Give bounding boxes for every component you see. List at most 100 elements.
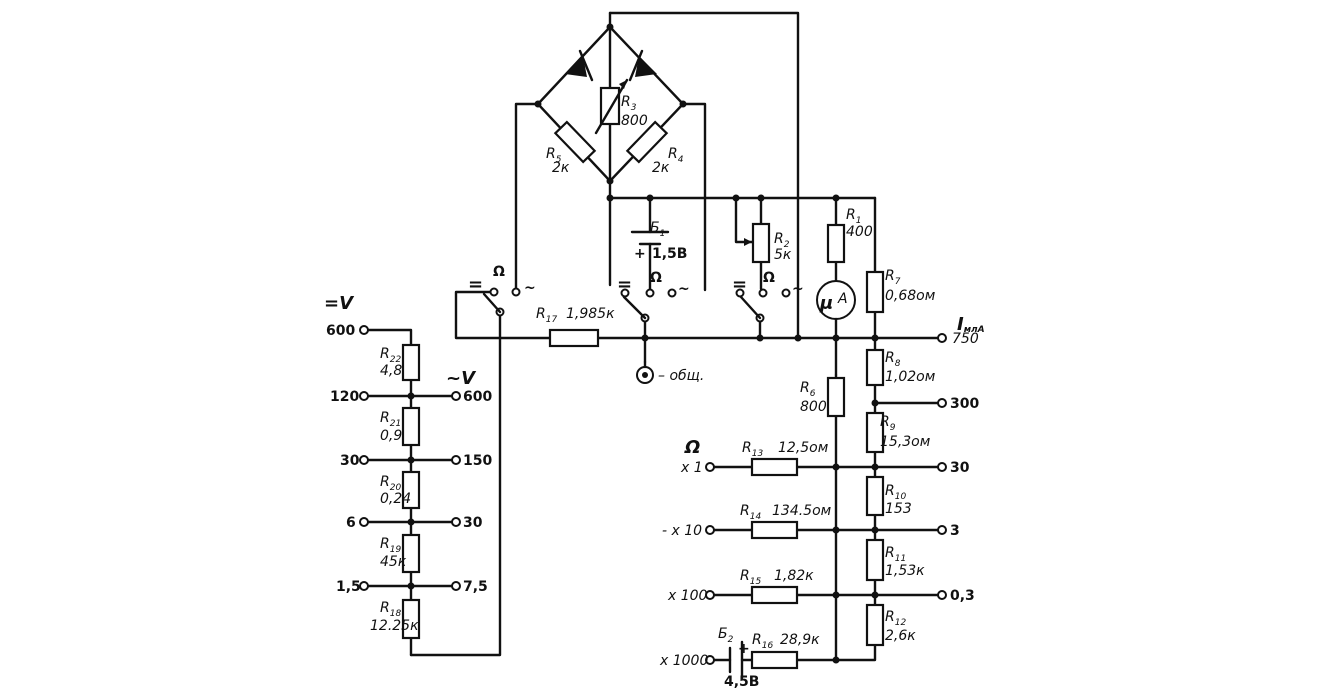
- b1-value: 1,5В: [652, 246, 687, 262]
- b1-label: Б: [650, 220, 660, 236]
- r12-label: R: [885, 609, 895, 625]
- resistor-r12: R12 2,6к: [865, 603, 916, 647]
- resistor-r15: R15 1,82к: [740, 568, 814, 605]
- ac-voltage-title: ~V: [446, 368, 477, 389]
- resistor-r20: R20 0,24: [380, 470, 421, 510]
- r16-label: R: [752, 632, 762, 648]
- ac-terminals: 600 150 30 7,5: [407, 389, 492, 595]
- resistor-r16: R16 28,9к: [750, 632, 820, 670]
- r1-value: 400: [846, 224, 873, 240]
- svg-text:R5: R5: [546, 146, 562, 165]
- ac-terminal-7-5: 7,5: [463, 579, 488, 595]
- switch2-ac: ~: [678, 281, 690, 297]
- r6-value: 800: [800, 399, 827, 415]
- r1-label: R: [846, 207, 856, 223]
- resistor-r10: R10 153: [865, 475, 912, 517]
- b2-value: 4,5В: [724, 674, 759, 690]
- switch-3: = Ω ~: [732, 270, 804, 340]
- diode-right: [628, 49, 657, 82]
- svg-text:R2: R2: [774, 231, 790, 250]
- ohm-range-x10: - x 10: [662, 523, 702, 539]
- dc-terminal-1-5: 1,5: [336, 579, 361, 595]
- ohm-range-x1: x 1: [680, 460, 703, 476]
- b1-sub: 1: [660, 229, 666, 239]
- r4-sub: 4: [678, 155, 684, 165]
- svg-text:R7: R7: [885, 268, 901, 287]
- svg-text:R22: R22: [380, 346, 401, 365]
- r9-label: R: [880, 414, 890, 430]
- b2-sub: 2: [728, 635, 734, 645]
- resistor-r8: R8 1,02ом: [865, 348, 936, 387]
- r9-value: 15,3ом: [880, 434, 931, 450]
- ohm-range-x1000: x 1000: [659, 653, 708, 669]
- resistor-r4: R4 2к: [625, 120, 684, 176]
- r5-sub: 5: [556, 155, 562, 165]
- resistor-r1: R1 400: [826, 196, 873, 284]
- r16-value: 28,9к: [780, 632, 820, 648]
- svg-text:R1: R1: [846, 207, 861, 226]
- r13-label: R: [742, 440, 752, 456]
- r19-value: 45к: [380, 554, 407, 570]
- resistor-r18: R18 12.25к: [370, 598, 421, 640]
- r12-sub: 12: [895, 618, 907, 628]
- switch1-dc: =: [468, 274, 483, 295]
- r14-value: 134.5ом: [772, 503, 832, 519]
- switch1-ohm: Ω: [493, 264, 505, 280]
- dc-terminals: 600 120 30 6 1,5: [326, 323, 369, 595]
- dc-terminal-6: 6: [346, 515, 356, 531]
- switch-2: = Ω ~: [617, 270, 690, 364]
- svg-text:R3: R3: [621, 94, 637, 113]
- meter-a: A: [837, 291, 848, 307]
- r19-sub: 19: [390, 545, 402, 555]
- svg-text:R14: R14: [740, 503, 761, 522]
- dc-terminal-30: 30: [340, 453, 360, 469]
- r4-value: 2к: [652, 160, 670, 176]
- ac-terminal-150: 150: [463, 453, 492, 469]
- ohm-range-x100: x 100: [667, 588, 708, 604]
- resistor-r5: R5 2к: [546, 120, 597, 176]
- current-terminal-30: 30: [950, 460, 970, 476]
- switch1-ac: ~: [524, 280, 536, 296]
- r7-label: R: [885, 268, 895, 284]
- resistor-r14: R14 134.5ом: [740, 503, 832, 540]
- r7-value: 0,68ом: [885, 288, 936, 304]
- common-terminal: – общ.: [636, 360, 704, 384]
- b2-plus: +: [738, 641, 750, 657]
- svg-text:R17: R17: [536, 306, 557, 325]
- switch2-ohm: Ω: [650, 270, 662, 286]
- switch-1: = Ω ~: [454, 264, 536, 340]
- r15-sub: 15: [750, 577, 762, 587]
- switch2-dc: =: [617, 274, 632, 295]
- r20-sub: 20: [390, 483, 402, 493]
- current-terminal-750: 750: [952, 331, 979, 347]
- ohm-terminals: x 1 - x 10 x 100 x 1000: [659, 460, 840, 669]
- switch3-dc: =: [732, 274, 747, 295]
- r17-sub: 17: [546, 315, 558, 325]
- switch3-ohm: Ω: [763, 270, 775, 286]
- svg-text:R19: R19: [380, 536, 401, 555]
- r6-label: R: [800, 380, 810, 396]
- current-terminal-3: 3: [950, 523, 960, 539]
- r21-sub: 21: [390, 419, 401, 429]
- r7-sub: 7: [895, 277, 901, 287]
- r2-value: 5к: [774, 247, 792, 263]
- svg-text:R9: R9: [880, 414, 896, 433]
- resistor-r2: R2 5к: [734, 196, 792, 291]
- svg-text:R4: R4: [668, 146, 684, 165]
- r5-label: R: [546, 146, 556, 162]
- r20-value: 0,24: [380, 491, 411, 507]
- microammeter: μ A: [816, 280, 856, 377]
- r21-value: 0,9: [380, 428, 402, 444]
- r3-sub: 3: [631, 103, 637, 113]
- svg-text:R15: R15: [740, 568, 761, 587]
- resistor-r22: R22 4,8: [380, 343, 421, 382]
- current-title-sub: млА: [964, 325, 985, 335]
- b2-label: Б: [718, 626, 728, 642]
- r22-sub: 22: [390, 355, 402, 365]
- r16-sub: 16: [762, 641, 774, 651]
- r18-sub: 18: [390, 609, 402, 619]
- r21-label: R: [380, 410, 390, 426]
- battery-b2: Б2 + 4,5В: [718, 626, 759, 690]
- r14-label: R: [740, 503, 750, 519]
- resistor-r3: R3 800: [594, 78, 648, 135]
